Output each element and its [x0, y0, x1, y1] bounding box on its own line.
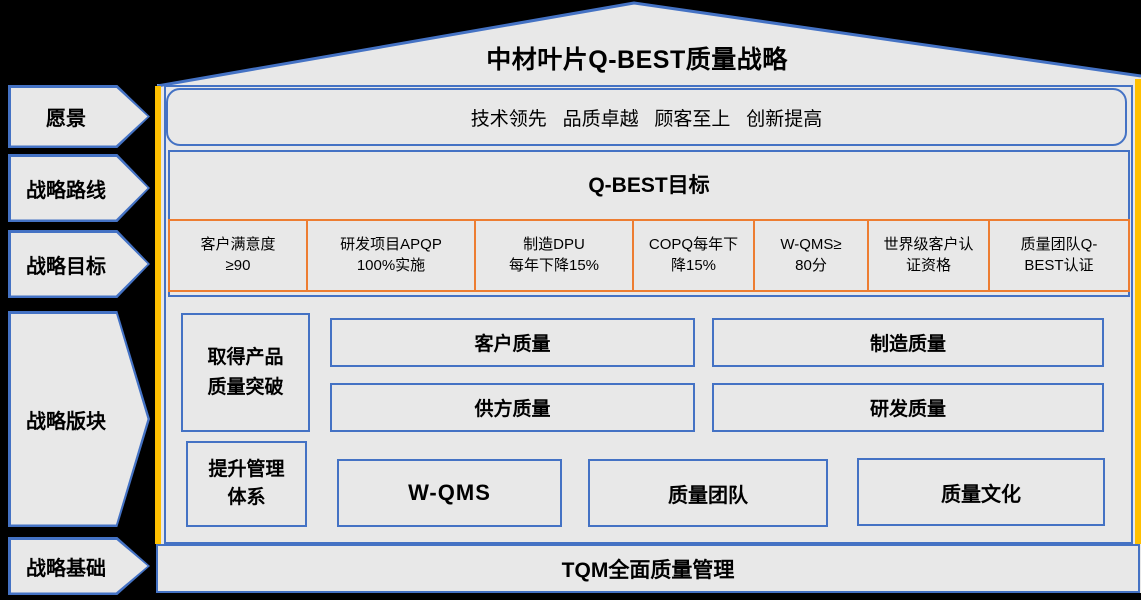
block-supplier-quality: 供方质量: [330, 383, 695, 432]
arrow-fill: [10, 313, 148, 525]
qbest-goals-title: Q-BEST目标: [588, 174, 710, 197]
block-quality-culture: 质量文化: [857, 458, 1105, 526]
block-wqms: W-QMS: [337, 459, 562, 527]
goal-box-wqms-score: W-QMS≥ 80分: [753, 219, 869, 292]
sidebar-item-strategic-sections: 战略版块: [8, 311, 150, 527]
block-rd-quality: 研发质量: [712, 383, 1104, 432]
sidebar-item-strategic-foundation: 战略基础: [8, 537, 150, 595]
goal-box-copq: COPQ每年下 降15%: [632, 219, 755, 292]
goal-box-team-cert: 质量团队Q- BEST认证: [988, 219, 1130, 292]
page-title: 中材叶片Q-BEST质量战略: [486, 46, 788, 74]
sidebar-item-strategic-targets: 战略目标: [8, 230, 150, 298]
arrow-fill: [10, 87, 148, 146]
sidebar-item-label: 战略基础: [26, 557, 106, 580]
sidebar-item-label: 战略路线: [26, 179, 106, 202]
goal-box-apqp: 研发项目APQP 100%实施: [306, 219, 476, 292]
sidebar-item-strategic-route: 战略路线: [8, 154, 150, 222]
block-quality-team: 质量团队: [588, 459, 828, 527]
sidebar-item-vision: 愿景: [8, 85, 150, 148]
roof-shape: [157, 1, 1141, 92]
qbest-goal-row: 客户满意度 ≥90 研发项目APQP 100%实施 制造DPU 每年下降15% …: [168, 219, 1130, 292]
block-manufacturing-quality: 制造质量: [712, 318, 1104, 367]
tqm-foundation-bar: TQM全面质量管理: [156, 544, 1140, 593]
goal-box-customer-satisfaction: 客户满意度 ≥90: [168, 219, 308, 292]
sidebar-item-label: 战略版块: [26, 410, 106, 433]
goal-box-world-class-cert: 世界级客户认 证资格: [867, 219, 990, 292]
block-product-breakthrough: 取得产品 质量突破: [181, 313, 310, 432]
arrow-fill: [10, 232, 148, 296]
block-management-system: 提升管理 体系: [186, 441, 307, 527]
tqm-foundation-label: TQM全面质量管理: [561, 558, 735, 582]
arrow-fill: [10, 539, 148, 593]
arrow-fill: [10, 156, 148, 220]
sidebar-item-label: 愿景: [46, 108, 86, 130]
sidebar-item-label: 战略目标: [26, 255, 106, 278]
inner-frame: [164, 85, 1133, 544]
gold-right-border: [1135, 79, 1141, 544]
block-customer-quality: 客户质量: [330, 318, 695, 367]
vision-banner-text: 技术领先 品质卓越 顾客至上 创新提高: [470, 108, 823, 130]
vision-banner: 技术领先 品质卓越 顾客至上 创新提高: [166, 88, 1127, 146]
goal-box-dpu: 制造DPU 每年下降15%: [474, 219, 634, 292]
gold-left-border: [155, 86, 161, 544]
